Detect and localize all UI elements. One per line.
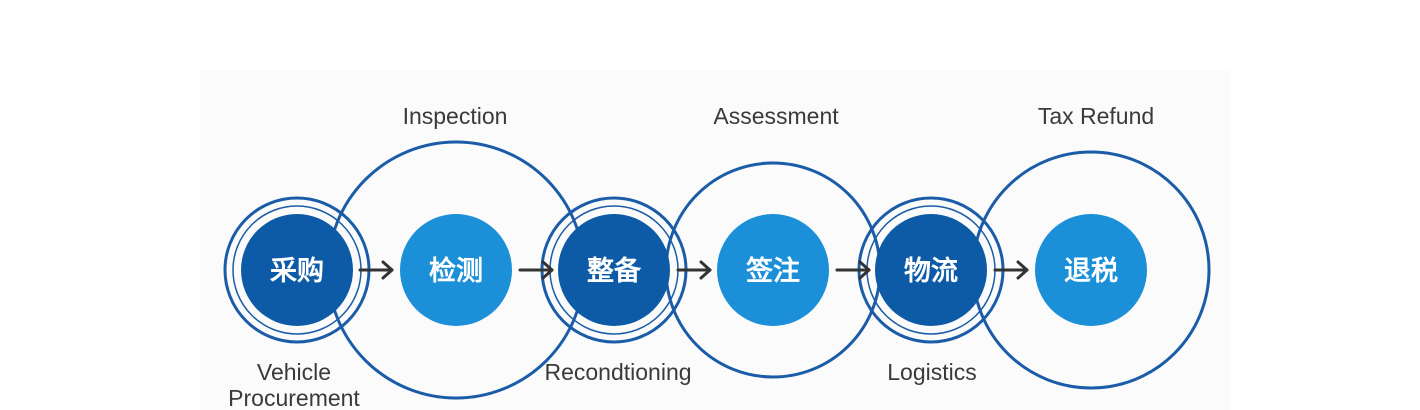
- label-logistics: Logistics: [887, 359, 976, 385]
- node-3-circle: [558, 214, 670, 326]
- english-label-layer: Vehicle Procurement Inspection Recondtio…: [228, 103, 1154, 410]
- node-6-circle: [1035, 214, 1147, 326]
- label-inspection: Inspection: [403, 103, 508, 129]
- label-vehicle: Vehicle: [257, 359, 331, 385]
- arrow-4-to-5: [835, 260, 871, 280]
- node-6-cn-label: 退税: [1064, 256, 1118, 287]
- node-2-circle: [400, 214, 512, 326]
- arrow-2-to-3: [518, 260, 554, 280]
- node-layer: 采购 检测 整备 签注 物流 退税: [241, 214, 1147, 326]
- arrow-5-to-6: [993, 260, 1029, 280]
- arrow-1-to-2: [358, 260, 394, 280]
- node-5-cn-label: 物流: [904, 256, 958, 287]
- label-procurement: Procurement: [228, 385, 360, 410]
- node-1-cn-label: 采购: [270, 256, 324, 287]
- label-reconditioning: Recondtioning: [544, 359, 691, 385]
- label-assessment: Assessment: [713, 103, 839, 129]
- node-4-cn-label: 签注: [746, 255, 800, 287]
- node-3-cn-label: 整备: [587, 256, 642, 287]
- node-1-circle: [241, 214, 353, 326]
- arrow-layer: [358, 260, 1029, 280]
- node-4-circle: [717, 214, 829, 326]
- arrow-3-to-4: [676, 260, 712, 280]
- node-2-cn-label: 检测: [429, 255, 483, 287]
- label-tax-refund: Tax Refund: [1038, 103, 1154, 129]
- node-5-circle: [875, 214, 987, 326]
